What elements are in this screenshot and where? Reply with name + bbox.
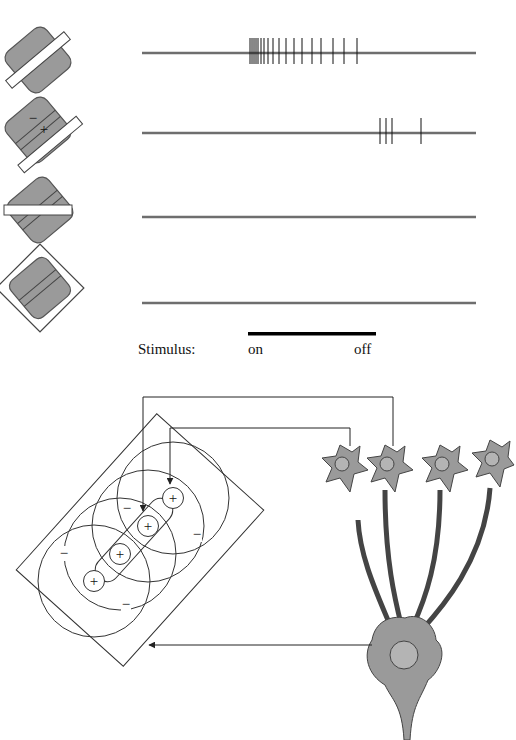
sign-label: − — [192, 527, 202, 542]
neurons — [322, 440, 514, 740]
stimulus-label: off — [354, 342, 371, 357]
excitatory-center: + — [137, 515, 159, 537]
sign-label: + — [90, 574, 98, 589]
stimulus-icon — [0, 86, 84, 175]
sign-label: − — [121, 597, 131, 612]
excitatory-center: + — [83, 570, 105, 592]
sign-label: − — [122, 501, 132, 516]
sign-label: − — [59, 546, 69, 561]
excitatory-center: + — [109, 543, 131, 565]
stimulus-label: on — [248, 342, 263, 357]
sign-label: − — [29, 111, 37, 126]
stimulus-bar — [248, 332, 376, 336]
sign-label: + — [116, 547, 124, 562]
spikes — [250, 38, 421, 144]
stimulus-icon — [3, 173, 76, 246]
wires — [143, 397, 393, 645]
sign-label: + — [169, 491, 177, 506]
receptive-fields — [16, 414, 264, 666]
light-bar — [4, 205, 72, 215]
sign-label: + — [144, 519, 152, 534]
stimulus-label: Stimulus: — [138, 342, 196, 357]
recording-trace — [142, 53, 476, 303]
stimulus-icon — [0, 244, 84, 332]
excitatory-center: + — [162, 487, 184, 509]
sign-label: + — [40, 122, 48, 137]
stimulus-icon — [0, 16, 84, 105]
